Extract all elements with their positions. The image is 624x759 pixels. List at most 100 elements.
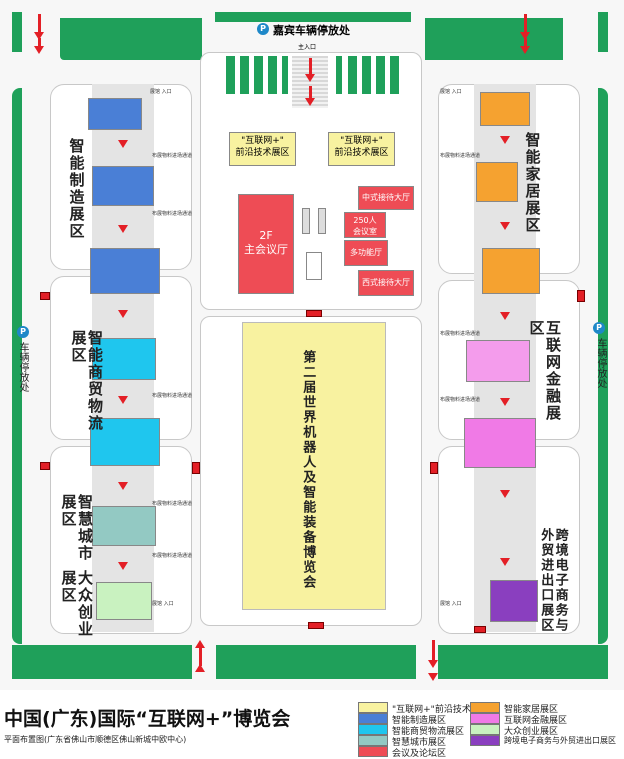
green-strip [425,18,563,60]
smart-city-zone-label: 智慧城市展区 [59,494,95,562]
parking-icon: P [17,326,29,338]
page-title: 中国(广东)国际“互联网+”博览会 [4,708,291,730]
main-conference-hall: 2F 主会议厅 [238,194,294,294]
legend-item: 智能制造展区 [392,716,447,726]
passage-label: 布展物料进场通道 [440,397,481,403]
green-strip [215,12,411,22]
legend-item: "互联网+"前沿技术展区 [392,705,489,715]
legend-swatch [358,713,388,724]
home-zone-label: 智能家居展区 [523,132,542,234]
green-strip [12,645,192,679]
home-hall-1 [480,92,530,126]
guest-parking-label: 嘉宾车辆停放处 [273,24,350,37]
flow-arrow-icon [500,490,510,498]
home-hall-3 [482,248,540,294]
flow-arrow-icon [118,482,128,490]
legend-swatch [358,746,388,757]
entrance-label: 展馆 入口 [150,89,172,95]
flow-arrow-icon [500,312,510,320]
manufacturing-hall-2 [92,166,154,206]
green-strip [598,88,608,644]
smart-city-hall [92,506,156,546]
startup-zone-label: 大众创业展区 [59,570,95,638]
green-strip [60,18,202,60]
legend-swatch [358,724,388,735]
robot-expo-hall [242,322,386,610]
entry-arrow-icon [520,32,530,40]
elevator [318,208,326,234]
legend-item: 跨境电子商务与外贸进出口展区 [504,736,616,745]
frontier-tech-hall-right: "互联网+" 前沿技术展区 [328,132,395,166]
entry-arrow-icon [520,46,530,54]
exit-arrow-icon [195,640,205,648]
main-entry-arrow-icon [305,98,315,106]
legend-item: 会议及论坛区 [392,749,447,759]
gate-marker [40,462,50,470]
legend-item: 智能家居展区 [504,705,559,715]
entry-arrow-icon [428,660,438,668]
parking-icon: P [593,322,605,334]
manufacturing-hall-1 [88,98,142,130]
exit-arrow-icon [195,664,205,672]
entrance-label: 展馆 入口 [440,89,462,95]
green-strip [216,645,416,679]
green-strip [438,645,608,679]
flow-arrow-icon [118,225,128,233]
entry-arrow-icon [428,673,438,681]
legend-item: 大众创业展区 [504,727,559,737]
commerce-hall-2 [90,418,160,466]
center-lobby [306,252,322,280]
legend-swatch [470,702,500,713]
gate-marker [430,462,438,474]
main-entrance-label: 主入口 [298,44,317,51]
legend-swatch [470,735,500,746]
page-subtitle: 平面布置图(广东省佛山市顺德区佛山新城中欧中心) [4,735,187,744]
gate-marker [40,292,50,300]
floor-plan-map: P 嘉宾车辆停放处 P 车辆停放处 P 车辆停放处 智能制造展区 智能商贸物流展… [12,12,608,681]
flow-arrow-icon [118,310,128,318]
flow-arrow-icon [500,136,510,144]
commerce-zone-label: 智能商贸物流展区 [69,330,105,432]
passage-label: 布展物料进场通道 [440,331,481,337]
gate-marker [577,290,585,302]
passage-label: 布展物料进场通道 [152,393,193,399]
passage-label: 布展物料进场通道 [152,553,193,559]
multi-function-hall: 多功能厅 [344,240,388,266]
finance-hall-1 [466,340,530,382]
green-strip [12,12,22,52]
flow-arrow-icon [118,562,128,570]
gate-marker [306,310,322,317]
manufacturing-zone-label: 智能制造展区 [67,138,86,240]
right-parking-label: 车辆停放处 [595,338,606,388]
green-strip [598,12,608,52]
flow-arrow-icon [500,558,510,566]
finance-zone-label: 互联网金融展区 [527,320,563,422]
ecommerce-hall [490,580,538,622]
legend-swatch [358,702,388,713]
meeting-room-250: 250人 会议室 [344,212,386,238]
finance-hall-2 [464,418,536,468]
commerce-hall-1 [92,338,156,380]
flow-arrow-icon [118,396,128,404]
green-strip [12,88,22,644]
legend-swatch [470,724,500,735]
ecommerce-zone-label: 跨境电子商务与外贸进出口展区 [538,528,568,633]
flow-arrow-icon [500,398,510,406]
entry-arrow-icon [34,46,44,54]
chinese-reception-hall: 中式接待大厅 [358,186,414,210]
legend-item: 智能商贸物流展区 [392,727,465,737]
entrance-label: 展馆 入口 [440,601,462,607]
legend-item: 互联网金融展区 [504,716,568,726]
gate-marker [474,626,486,633]
passage-label: 布展物料进场通道 [440,153,481,159]
legend-item: 智慧城市展区 [392,738,447,748]
legend-swatch [470,713,500,724]
elevator [302,208,310,234]
manufacturing-hall-3 [90,248,160,294]
entry-arrow-icon [34,32,44,40]
flow-arrow-icon [500,222,510,230]
passage-label: 布展物料进场通道 [152,153,193,159]
gate-marker [192,462,200,474]
parking-icon: P [257,23,269,35]
frontier-tech-hall-left: "互联网+" 前沿技术展区 [229,132,296,166]
